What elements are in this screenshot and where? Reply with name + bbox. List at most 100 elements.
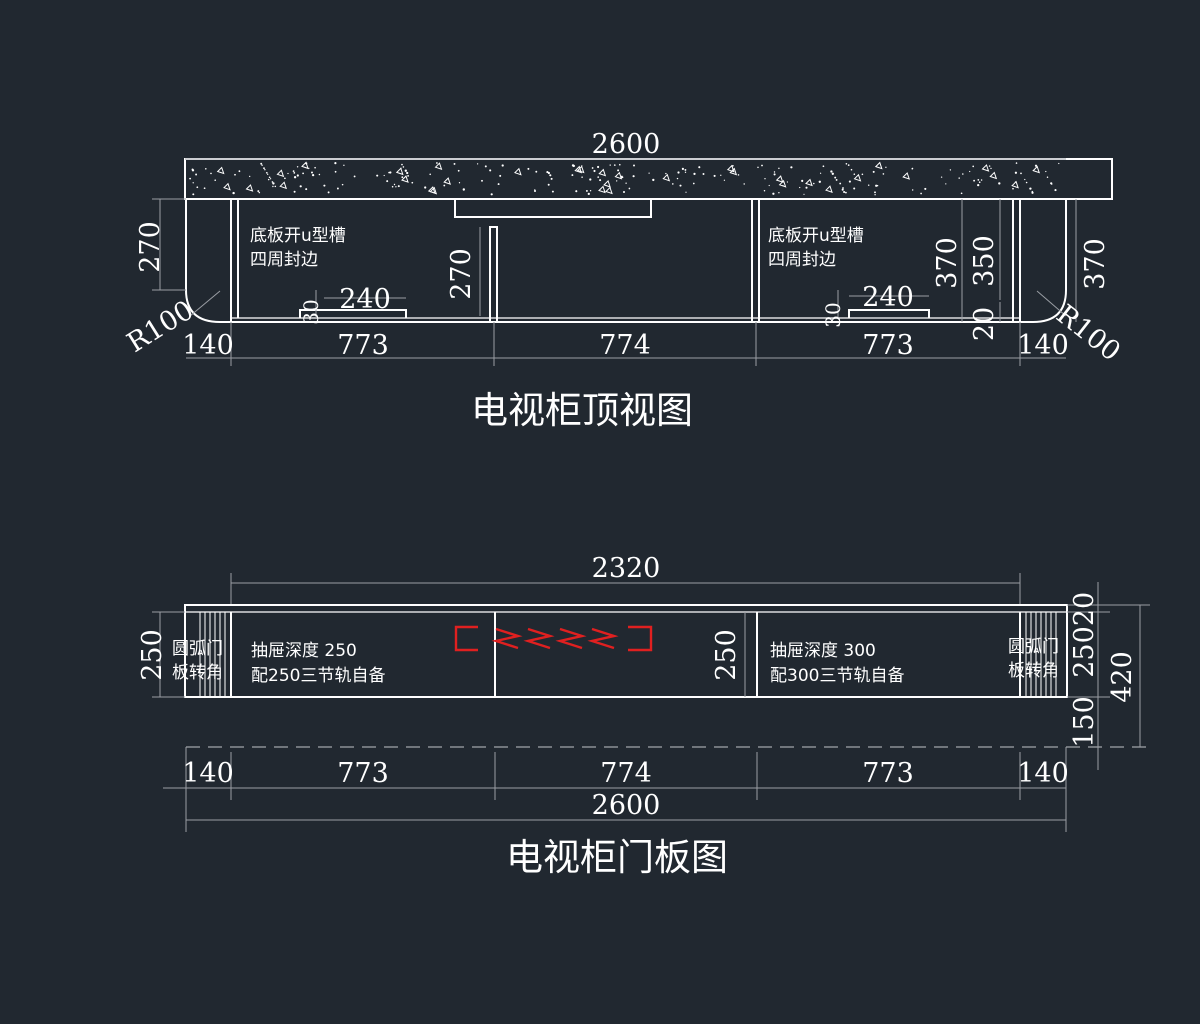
hatch-dot <box>671 183 674 185</box>
handle-mark <box>491 627 523 650</box>
handle-mark <box>587 627 619 650</box>
hatch-triangle <box>662 173 671 182</box>
hatch-dot <box>845 162 848 165</box>
hatch-dot <box>778 191 780 194</box>
hatch-triangle <box>605 186 613 195</box>
hatch-dot <box>842 187 844 189</box>
hatch-dot <box>713 174 716 177</box>
dim-top-seg-774: 774 <box>599 330 651 361</box>
hatch-dot <box>609 164 611 166</box>
hatch-dot <box>296 166 299 168</box>
hatch-dot <box>397 185 400 188</box>
hatch-dot <box>268 176 271 179</box>
hatch-dot <box>920 192 922 195</box>
hatch-dot <box>547 171 550 175</box>
radius-leader-right <box>1036 290 1067 317</box>
hatch-dot <box>988 165 991 167</box>
hatch-dot <box>768 184 770 187</box>
hatch-dot <box>484 165 487 168</box>
hatch-triangle <box>276 169 285 178</box>
hatch-dot <box>628 187 631 190</box>
hatch-dot <box>376 174 379 177</box>
hatch-dot <box>593 169 596 173</box>
hatch-dot <box>551 190 554 193</box>
hatch-dot <box>960 192 963 195</box>
hatch-dot <box>1046 176 1049 179</box>
hatch-dot <box>481 179 483 182</box>
hatch-dot <box>848 180 851 183</box>
hatch-dot <box>874 194 876 196</box>
hatch-dot <box>632 175 635 178</box>
hatch-dot <box>284 177 286 180</box>
hatch-dot <box>882 173 885 175</box>
hatch-dot <box>458 182 461 184</box>
hatch-dot <box>293 176 297 179</box>
hatch-triangle <box>603 179 611 188</box>
hatch-dot <box>575 190 578 193</box>
hatch-dot <box>535 170 538 173</box>
dim-door-seg-140-right: 140 <box>1017 758 1069 789</box>
hatch-dot <box>861 173 864 176</box>
hatch-dot <box>853 187 856 190</box>
hatch-dot <box>232 191 235 195</box>
dim-2320: 2320 <box>592 553 661 584</box>
hatch-dot <box>684 168 687 171</box>
hatch-dot <box>311 173 315 177</box>
hatch-dot <box>401 176 404 179</box>
drawer-handle-marks <box>454 625 653 652</box>
hatch-dot <box>679 184 682 187</box>
dim-370-b: 370 <box>1080 238 1111 290</box>
hatch-dot <box>839 182 842 185</box>
hatch-dot <box>801 179 804 182</box>
hatch-dot <box>263 167 265 170</box>
hatch-triangle <box>401 175 409 183</box>
note-right-line2: 四周封边 <box>768 250 836 270</box>
handle-mark <box>628 625 653 652</box>
hatch-dot <box>761 164 763 167</box>
hatch-dot <box>962 173 964 175</box>
hatch-dot <box>406 171 409 175</box>
dim-270-left: 270 <box>135 221 166 273</box>
radius-leader-left <box>189 290 221 317</box>
hatch-dot <box>1031 190 1034 193</box>
hatch-triangle <box>223 182 231 191</box>
hatch-dot <box>238 170 241 173</box>
hatch-triangle <box>778 179 787 188</box>
handle-mark <box>523 627 555 650</box>
hatch-dot <box>619 163 621 166</box>
dim-door-seg-773-right: 773 <box>862 758 914 789</box>
hatch-dot <box>702 173 705 175</box>
hatch-dot <box>597 165 600 169</box>
hatch-dot <box>805 186 808 189</box>
hatch-dot <box>192 193 195 196</box>
hatch-triangle <box>574 165 583 174</box>
top-view-title: 电视柜顶视图 <box>471 389 693 432</box>
hatch-triangle <box>598 168 607 177</box>
hatch-dot <box>885 166 887 168</box>
hatch-dot <box>911 167 914 170</box>
hatch-dot <box>803 193 805 195</box>
dim-door-seg-774: 774 <box>600 758 652 789</box>
hatch-dot <box>192 182 194 184</box>
hatch-dot <box>633 164 635 167</box>
hatch-dot <box>336 187 339 190</box>
hatch-dot <box>287 172 289 175</box>
hatch-dot <box>977 179 980 181</box>
dim-250-mid: 250 <box>711 629 742 681</box>
hatch-triangle <box>775 175 784 183</box>
hatch-dot <box>404 169 407 172</box>
hatch-dot <box>302 172 304 175</box>
hatch-dot <box>1054 189 1057 192</box>
hatch-dot <box>249 175 251 178</box>
corner-right-line1: 圆弧门 <box>1008 637 1059 657</box>
hatch-triangle <box>729 167 738 176</box>
hatch-dot <box>1034 164 1038 167</box>
hatch-dot <box>834 176 837 179</box>
dim-250-right: 250 <box>1069 626 1100 678</box>
hatch-dot <box>272 185 274 188</box>
hatch-dot <box>625 182 627 184</box>
hatch-dot <box>1051 183 1053 185</box>
hatch-dot <box>599 179 602 182</box>
hatch-dot <box>973 179 976 182</box>
